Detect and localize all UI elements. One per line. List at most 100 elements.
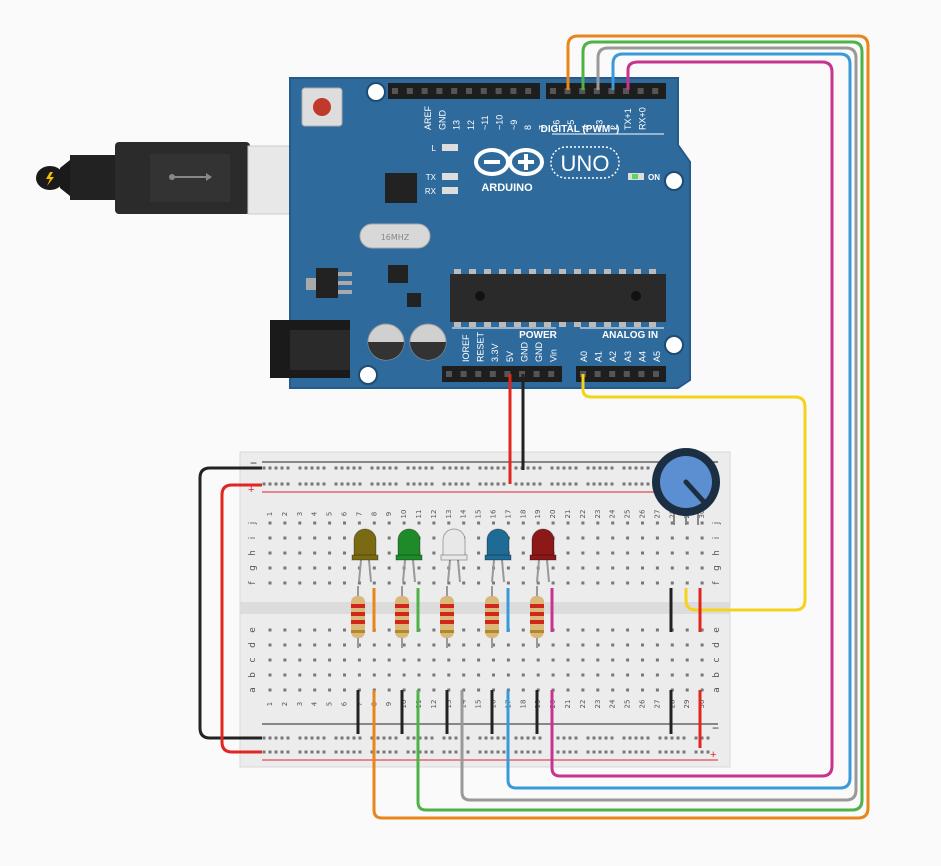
bb-hole[interactable] [566, 628, 570, 632]
bb-rail-hole[interactable] [442, 750, 446, 754]
bb-hole[interactable] [372, 673, 376, 677]
bb-rail-hole[interactable] [538, 482, 542, 486]
bb-rail-hole[interactable] [340, 736, 344, 740]
bb-rail-hole[interactable] [478, 736, 482, 740]
bb-rail-hole[interactable] [634, 466, 638, 470]
bb-hole[interactable] [268, 551, 272, 555]
bb-rail-hole[interactable] [466, 750, 470, 754]
bb-hole[interactable] [343, 551, 346, 555]
bb-rail-hole[interactable] [352, 736, 356, 740]
bb-hole[interactable] [298, 566, 302, 570]
bb-hole[interactable] [626, 521, 630, 525]
bb-hole[interactable] [283, 643, 287, 647]
bb-rail-hole[interactable] [388, 482, 392, 486]
bb-hole[interactable] [432, 688, 436, 692]
bb-hole[interactable] [298, 521, 302, 525]
bb-hole[interactable] [655, 658, 659, 662]
bb-rail-hole[interactable] [532, 736, 536, 740]
bb-hole[interactable] [417, 521, 421, 525]
led-yellow[interactable] [351, 528, 379, 583]
bb-hole[interactable] [387, 551, 391, 555]
bb-hole[interactable] [402, 521, 406, 525]
bb-hole[interactable] [626, 566, 630, 570]
bb-rail-hole[interactable] [682, 736, 686, 740]
bb-rail-hole[interactable] [274, 750, 278, 754]
bb-hole[interactable] [521, 551, 525, 555]
bb-rail-hole[interactable] [442, 466, 446, 470]
bb-rail-hole[interactable] [478, 482, 482, 486]
bb-hole[interactable] [670, 643, 674, 647]
bb-hole[interactable] [343, 566, 346, 570]
bb-rail-hole[interactable] [406, 482, 410, 486]
bb-hole[interactable] [521, 581, 525, 585]
bb-rail-hole[interactable] [490, 482, 494, 486]
bb-rail-hole[interactable] [526, 466, 530, 470]
resistor[interactable] [440, 586, 454, 648]
bb-hole[interactable] [655, 581, 659, 585]
bb-hole[interactable] [670, 536, 674, 540]
bb-rail-hole[interactable] [358, 736, 362, 740]
bb-hole[interactable] [477, 658, 481, 662]
bb-rail-hole[interactable] [346, 736, 350, 740]
bb-hole[interactable] [581, 551, 585, 555]
bb-hole[interactable] [447, 581, 451, 585]
bb-hole[interactable] [655, 551, 659, 555]
bb-rail-hole[interactable] [370, 750, 374, 754]
bb-hole[interactable] [581, 536, 585, 540]
bb-hole[interactable] [700, 643, 704, 647]
led-white[interactable] [440, 528, 468, 583]
bb-hole[interactable] [462, 688, 466, 692]
bb-rail-hole[interactable] [598, 736, 602, 740]
bb-rail-hole[interactable] [670, 736, 674, 740]
bb-hole[interactable] [343, 673, 346, 677]
bb-rail-hole[interactable] [622, 750, 626, 754]
bb-hole[interactable] [268, 581, 272, 585]
bb-hole[interactable] [700, 673, 704, 677]
bb-hole[interactable] [417, 566, 421, 570]
bb-rail-hole[interactable] [598, 750, 602, 754]
bb-rail-hole[interactable] [448, 750, 452, 754]
bb-hole[interactable] [626, 551, 630, 555]
bb-rail-hole[interactable] [442, 482, 446, 486]
bb-hole[interactable] [521, 536, 525, 540]
bb-rail-hole[interactable] [466, 736, 470, 740]
bb-hole[interactable] [596, 628, 600, 632]
bb-rail-hole[interactable] [412, 482, 416, 486]
bb-hole[interactable] [387, 688, 391, 692]
bb-rail-hole[interactable] [394, 750, 398, 754]
bb-hole[interactable] [641, 643, 644, 647]
bb-rail-hole[interactable] [610, 466, 614, 470]
bb-rail-hole[interactable] [628, 466, 632, 470]
bb-rail-hole[interactable] [334, 482, 338, 486]
bb-hole[interactable] [670, 566, 674, 570]
bb-hole[interactable] [492, 581, 495, 585]
led-blue[interactable] [484, 528, 512, 583]
bb-hole[interactable] [655, 643, 659, 647]
bb-hole[interactable] [566, 673, 570, 677]
bb-hole[interactable] [283, 688, 287, 692]
bb-rail-hole[interactable] [592, 750, 596, 754]
bb-hole[interactable] [566, 566, 570, 570]
bb-hole[interactable] [268, 536, 272, 540]
bb-hole[interactable] [655, 688, 659, 692]
bb-rail-hole[interactable] [310, 736, 314, 740]
bb-hole[interactable] [670, 581, 674, 585]
bb-rail-hole[interactable] [592, 482, 596, 486]
bb-rail-hole[interactable] [676, 736, 680, 740]
bb-hole[interactable] [328, 628, 332, 632]
bb-rail-hole[interactable] [502, 466, 506, 470]
bb-rail-hole[interactable] [352, 482, 356, 486]
bb-hole[interactable] [685, 673, 689, 677]
bb-hole[interactable] [626, 581, 630, 585]
bb-rail-hole[interactable] [574, 482, 578, 486]
bb-rail-hole[interactable] [304, 736, 308, 740]
bb-rail-hole[interactable] [418, 750, 422, 754]
bb-hole[interactable] [328, 688, 332, 692]
bb-hole[interactable] [581, 643, 585, 647]
bb-rail-hole[interactable] [574, 750, 578, 754]
bb-hole[interactable] [506, 521, 510, 525]
bb-rail-hole[interactable] [340, 466, 344, 470]
bb-rail-hole[interactable] [568, 466, 572, 470]
bb-hole[interactable] [298, 673, 302, 677]
bb-hole[interactable] [477, 628, 481, 632]
